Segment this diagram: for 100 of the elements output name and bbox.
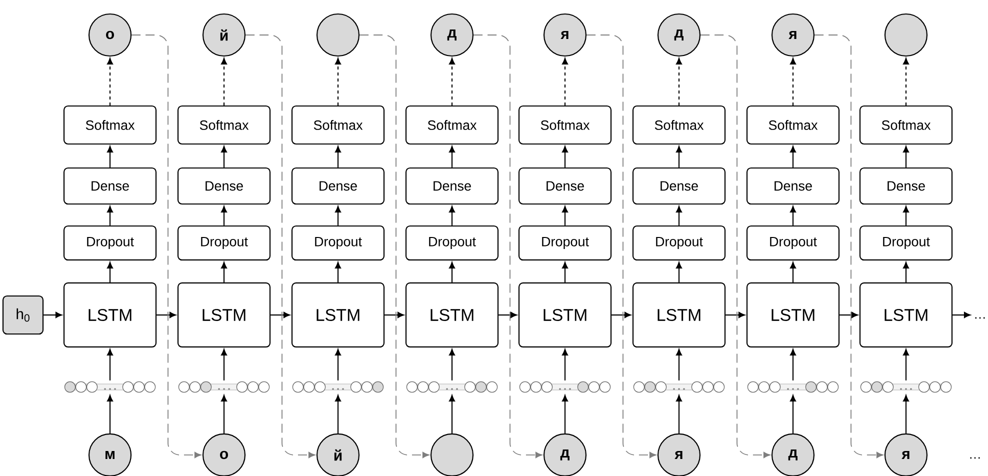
layer-box: Dense — [291, 167, 385, 205]
ellipsis-text: … — [970, 457, 980, 459]
arrow — [790, 206, 796, 226]
letter-circle — [430, 433, 474, 476]
arrow — [903, 206, 909, 226]
layer-box: LSTM — [63, 282, 157, 348]
arrow — [676, 146, 682, 168]
arrow — [449, 146, 456, 168]
arrow — [676, 206, 682, 226]
one-hot-vector-drawing — [747, 381, 839, 393]
layer-box: Softmax — [291, 105, 385, 145]
dashed-connector — [359, 34, 430, 458]
letter-circle — [316, 13, 360, 57]
state-box: h$_{0}$ — [2, 295, 44, 335]
arrow — [790, 146, 796, 168]
arrow — [903, 262, 909, 282]
arrow — [790, 394, 796, 434]
arrow — [726, 312, 746, 318]
arrow — [562, 394, 568, 434]
layer-box: LSTM — [746, 282, 840, 348]
arrow — [790, 348, 796, 380]
one-hot-vector-drawing — [292, 381, 384, 393]
arrow — [221, 262, 228, 282]
arrow — [335, 262, 342, 282]
arrow — [221, 58, 228, 106]
arrow — [903, 348, 909, 380]
layer-box: Softmax — [405, 105, 499, 145]
layer-box: Dense — [518, 167, 612, 205]
arrow — [335, 146, 342, 168]
arrow — [221, 206, 228, 226]
arrow — [107, 394, 114, 434]
layer-box: Dropout — [859, 225, 953, 261]
layer-box: Softmax — [177, 105, 271, 145]
arrow — [449, 206, 456, 226]
arrow — [562, 146, 568, 168]
arrow — [790, 262, 796, 282]
layer-box: Dense — [405, 167, 499, 205]
arrow — [952, 312, 971, 318]
layer-box: Softmax — [518, 105, 612, 145]
layer-box: Dropout — [291, 225, 385, 261]
arrow — [612, 312, 632, 318]
arrow — [676, 394, 682, 434]
arrow — [335, 348, 342, 380]
arrow — [903, 394, 909, 434]
dashed-connector — [245, 34, 316, 458]
arrow — [562, 348, 568, 380]
arrow — [903, 58, 909, 106]
arrow — [449, 262, 456, 282]
one-hot-vector-drawing — [633, 381, 725, 393]
arrow — [107, 206, 114, 226]
arrow — [562, 206, 568, 226]
one-hot-vector-drawing — [64, 381, 156, 393]
layer-box: Dropout — [63, 225, 157, 261]
arrow — [335, 206, 342, 226]
one-hot-vector-drawing — [860, 381, 952, 393]
layer-box: LSTM — [518, 282, 612, 348]
layer-box: Dropout — [518, 225, 612, 261]
arrow — [335, 58, 342, 106]
arrow — [107, 262, 114, 282]
arrow — [449, 58, 456, 106]
layer-box: LSTM — [859, 282, 953, 348]
dashed-connector — [586, 34, 656, 458]
arrow — [335, 394, 342, 434]
dashed-connector — [814, 34, 884, 458]
arrow — [903, 146, 909, 168]
arrow — [107, 348, 114, 380]
arrow — [270, 312, 290, 318]
arrow — [790, 58, 796, 106]
dashed-connector — [473, 34, 542, 458]
arrow — [107, 146, 114, 168]
layer-box: Softmax — [746, 105, 840, 145]
arrow — [449, 348, 456, 380]
one-hot-vector-drawing — [178, 381, 270, 393]
letter-circle — [884, 13, 928, 57]
layer-box: LSTM — [177, 282, 271, 348]
dashed-connector — [700, 34, 770, 458]
arrow — [221, 348, 228, 380]
arrow — [384, 312, 404, 318]
layer-box: Softmax — [632, 105, 726, 145]
arrow — [676, 58, 682, 106]
layer-box: Dense — [63, 167, 157, 205]
layer-box: Dropout — [632, 225, 726, 261]
layer-box: Dense — [859, 167, 953, 205]
arrow — [44, 312, 62, 318]
arrow — [676, 348, 682, 380]
one-hot-vector-drawing — [406, 381, 498, 393]
arrow — [498, 312, 518, 318]
layer-box: Softmax — [63, 105, 157, 145]
layer-box: LSTM — [632, 282, 726, 348]
dashed-connector — [131, 34, 202, 458]
layer-box: Dropout — [746, 225, 840, 261]
arrow — [562, 58, 568, 106]
layer-box: Dense — [177, 167, 271, 205]
layer-box: Dense — [632, 167, 726, 205]
arrow — [156, 312, 176, 318]
arrow — [449, 394, 456, 434]
arrow — [221, 146, 228, 168]
layer-box: Dropout — [177, 225, 271, 261]
arrow — [840, 312, 858, 318]
layer-box: Dense — [746, 167, 840, 205]
